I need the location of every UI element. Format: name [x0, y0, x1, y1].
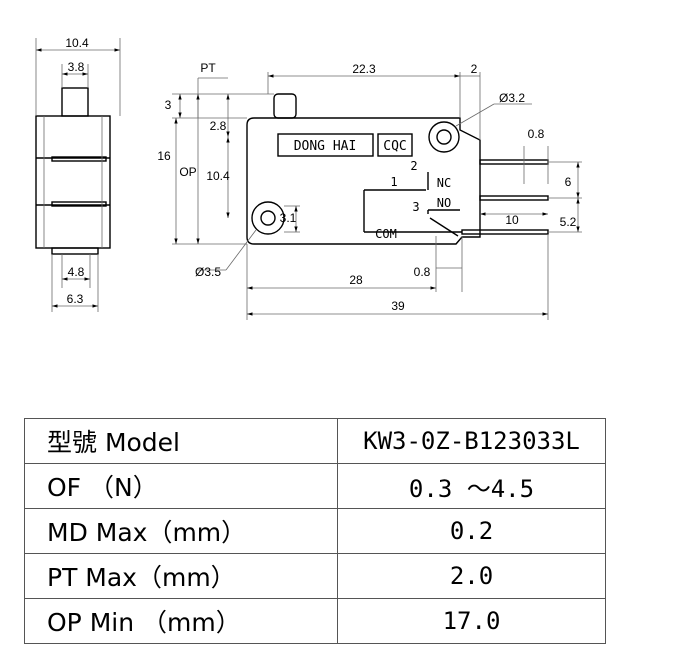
side-body: [35, 115, 111, 249]
dim-hole-top: Ø3.2: [499, 91, 525, 105]
param-cell: OP Min （mm）: [24, 598, 338, 644]
no-label: NO: [437, 196, 451, 210]
value-cell: 0.3 ～4.5: [337, 463, 606, 509]
dim-side-lower-outer: 6.3: [67, 292, 84, 306]
dim-side-lower-inner: 4.8: [68, 265, 85, 279]
brand-label: DONG HAI: [294, 139, 357, 154]
param-cell: MD Max（mm）: [24, 508, 338, 554]
pin-3-label: 3: [412, 200, 419, 214]
pin-2-label: 2: [410, 159, 417, 173]
side-terminal-1: [51, 156, 107, 162]
front-dimensions: PT 22.3 2 Ø3.2 0.8 3 16 OP 2.8: [157, 61, 582, 320]
dim-plunger-height: 3: [165, 98, 172, 112]
nc-label: NC: [437, 176, 451, 190]
dim-bottom-0-8: 0.8: [414, 265, 431, 279]
front-view: DONG HAI CQC 2 1 3 NC NO COM: [246, 93, 549, 245]
side-terminal-2: [51, 201, 107, 207]
switch-body: [246, 117, 481, 245]
dim-terminal-len: 10: [505, 213, 519, 227]
value-cell: 0.2: [337, 508, 606, 554]
dim-3-1: 3.1: [280, 211, 297, 225]
dim-total-39: 39: [391, 299, 405, 313]
com-label: COM: [375, 227, 397, 241]
table-row: OP Min （mm） 17.0: [24, 598, 606, 644]
dim-hole-bottom: Ø3.5: [195, 265, 221, 279]
plunger: [273, 93, 297, 119]
cert-box: [377, 133, 413, 157]
brand-box: [277, 133, 374, 157]
terminal-no: [479, 195, 549, 201]
dim-right-offset: 2: [471, 62, 478, 76]
pin-1-label: 1: [390, 175, 397, 189]
value-cell: 2.0: [337, 553, 606, 599]
cert-label: CQC: [383, 139, 406, 154]
param-cell: 型號 Model: [24, 418, 338, 464]
value-cell: KW3-0Z-B123033L: [337, 418, 606, 464]
dim-pt: PT: [200, 61, 216, 75]
dim-height-total: 16: [157, 149, 171, 163]
mount-hole-bottom: [251, 201, 285, 235]
technical-drawing: 10.4 3.8 4.8 6.3 DONG HAI CQC: [35, 36, 582, 320]
terminal-com: [461, 229, 549, 235]
side-base: [51, 247, 99, 255]
param-cell: PT Max（mm）: [24, 553, 338, 599]
dim-side-plunger: 3.8: [68, 60, 85, 74]
mount-hole-top: [428, 121, 460, 153]
dim-pitch-6: 6: [565, 175, 572, 189]
param-cell: OF （N）: [24, 463, 338, 509]
dim-terminal-thickness: 0.8: [528, 127, 545, 141]
dim-pitch-5-2: 5.2: [560, 215, 577, 229]
table-row: PT Max（mm） 2.0: [24, 553, 606, 599]
dim-10-4: 10.4: [206, 169, 230, 183]
side-view: 10.4 3.8 4.8 6.3: [35, 36, 121, 312]
table-row: MD Max（mm） 0.2: [24, 508, 606, 554]
terminal-nc: [479, 159, 549, 165]
dim-2-8: 2.8: [210, 119, 227, 133]
table-row: 型號 Model KW3-0Z-B123033L: [24, 418, 606, 464]
spec-table: 型號 Model KW3-0Z-B123033L OF （N） 0.3 ～4.5…: [24, 418, 606, 644]
dim-28: 28: [349, 273, 363, 287]
table-row: OF （N） 0.3 ～4.5: [24, 463, 606, 509]
value-cell: 17.0: [337, 598, 606, 644]
dim-top-length: 22.3: [352, 62, 376, 76]
dim-side-width: 10.4: [65, 36, 89, 50]
dim-op: OP: [179, 165, 196, 179]
side-plunger: [61, 87, 89, 117]
